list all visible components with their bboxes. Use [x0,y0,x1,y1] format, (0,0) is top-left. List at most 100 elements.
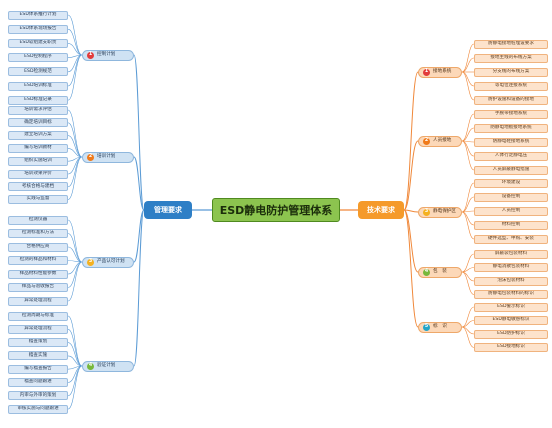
technical-item[interactable]: 分支线的布线方案 [474,67,548,77]
branch-to-leaf-line [67,342,83,367]
branch-label: 包 装 [433,268,447,274]
branch-to-leaf-line [461,182,475,213]
branch-to-leaf-line [67,135,83,158]
management-item[interactable]: 检测标准和方法 [8,229,68,238]
branch-to-leaf-line [67,261,83,302]
branch-to-leaf-line [461,196,475,213]
technical-item[interactable]: 环境建设 [474,178,548,188]
branch-to-leaf-line [67,246,83,263]
management-item[interactable]: 实践与监督 [8,195,68,205]
branch-to-leaf-line [461,320,475,328]
management-item[interactable]: 合格供应商 [8,242,68,252]
management-item[interactable]: ESD检测规范 [8,67,68,77]
branch-to-leaf-line [461,306,475,328]
management-item[interactable]: ESD软组建支职责 [8,38,68,48]
management-item[interactable]: ESD培训标准 [8,81,68,91]
branch-to-leaf-line [67,14,83,56]
technical-item[interactable]: 人员屏蔽静电措施 [474,165,548,175]
branch-to-leaf-line [67,233,83,263]
branch-to-leaf-line [461,140,475,171]
technical-item[interactable]: 防静电地板接地系统 [474,123,548,133]
technical-item[interactable]: 泡沫包装材料 [474,276,548,286]
management-item[interactable]: 稽查实施 [8,351,68,361]
management-item[interactable]: 检测的样品和材料 [8,256,68,265]
management-item[interactable]: 培训效果评价 [8,169,68,179]
technical-item[interactable]: 设备控制 [474,192,548,202]
branch-label: 控制计划 [97,51,116,57]
management-item[interactable]: 确定培训目标 [8,118,68,128]
branch-to-leaf-line [461,57,475,73]
technical-item[interactable]: ESD静电敏感标识 [474,316,548,325]
management-item[interactable]: 培训需求评估 [8,105,68,115]
management-item[interactable]: ESD控制程序 [8,53,68,63]
technical-item[interactable]: 硬件选型、申购、安装 [474,234,548,244]
branch-number-badge: 1 [87,51,94,59]
branch-to-leaf-line [67,219,83,263]
branch-to-leaf-line [461,210,475,213]
management-item[interactable]: 样品与验收报告 [8,283,68,292]
branch-to-leaf-line [461,271,475,295]
technical-item[interactable]: 防护设施和设备的接地 [474,95,548,105]
branch-number-badge: 3 [87,258,94,266]
management-to-branch-line [133,209,145,367]
branch-to-leaf-line [461,71,475,101]
management-item[interactable]: 内审与外审的策划 [8,391,68,401]
technical-item[interactable]: ESD接地标识 [474,343,548,352]
management-to-branch-line [133,156,145,211]
technical-to-branch-line [403,209,419,328]
technical-item[interactable]: 防静电鞋接地系统 [474,137,548,147]
technical-item[interactable]: 材料控制 [474,220,548,230]
technical-item[interactable]: 等电位连接系统 [474,81,548,91]
management-item[interactable]: 稽查问题跟进 [8,378,68,387]
technical-item[interactable]: 手腕带接地系统 [474,109,548,119]
technical-requirements-node[interactable]: 技术要求 [358,201,404,219]
technical-item[interactable]: 静电消散包装材料 [474,263,548,272]
management-item[interactable]: 组织实施培训 [8,156,68,166]
management-item[interactable]: ESD体系现场报告 [8,24,68,34]
management-item[interactable]: 编写培训教材 [8,143,68,153]
branch-to-leaf-line [67,43,83,56]
management-item[interactable]: 审核实施与问题跟进 [8,404,68,414]
management-item[interactable]: 异常处理流程 [8,324,68,334]
branch-to-leaf-line [461,211,475,240]
management-item[interactable]: 编写稽查报告 [8,364,68,374]
management-requirements-node[interactable]: 管理要求 [144,201,192,219]
management-item[interactable]: 检测周期与标准 [8,311,68,321]
technical-item[interactable]: 防静电包装材料的标识 [474,290,548,299]
technical-to-branch-line [403,140,419,211]
technical-item[interactable]: 屏蔽袋包装材料 [474,249,548,259]
branch-to-leaf-line [461,211,475,226]
branch-label: 培训计划 [97,153,116,159]
management-item[interactable]: 检测仪器 [8,215,68,225]
technical-item[interactable]: 人体行走静电压 [474,151,548,161]
management-item[interactable]: ESD体系推行计划 [8,10,68,20]
central-topic[interactable]: ESD静电防护管理体系 [212,198,340,222]
technical-item[interactable]: 人员控制 [474,206,548,216]
technical-item[interactable]: 接地主线的布线方案 [474,53,548,63]
branch-number-badge: 2 [87,153,94,161]
management-item[interactable]: 考核合格与建档 [8,182,68,192]
management-item[interactable]: 样品材料性能参数 [8,269,68,279]
branch-to-leaf-line [461,113,475,142]
management-item[interactable]: 稽查策划 [8,338,68,348]
branch-label: 人员接地 [433,137,452,143]
technical-item[interactable]: 防静电接地桩埋设要求 [474,39,548,49]
technical-item[interactable]: ESD警示标识 [474,302,548,312]
management-item[interactable]: 异常处理流程 [8,296,68,306]
management-item[interactable]: 建立培训方案 [8,131,68,141]
branch-number-badge: 3 [423,208,430,216]
branch-label: 产品认可计划 [97,258,125,264]
branch-to-leaf-line [67,109,83,158]
management-item[interactable]: ESD标准记录 [8,95,68,105]
branch-to-leaf-line [67,122,83,158]
technical-item[interactable]: ESD防护标识 [474,329,548,339]
